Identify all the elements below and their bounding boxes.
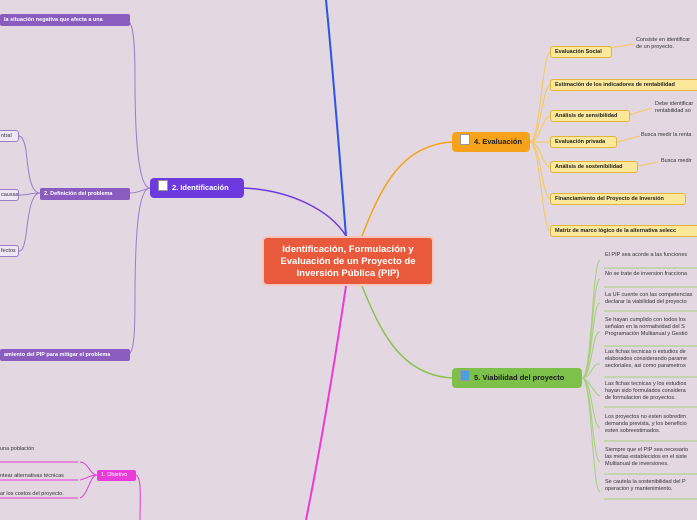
definicion-child-causas[interactable]: causas: [0, 189, 19, 201]
viab-item: No se trate de inversion fracciona: [605, 271, 687, 277]
viab-item: Se cautela la sostenibilidad del P opera…: [605, 479, 686, 492]
document-icon: [158, 180, 168, 191]
eval-note-sostenibilidad: Busca medir: [661, 158, 692, 164]
eval-item-financiamiento[interactable]: Financiamiento del Proyecto de Inversión: [550, 193, 686, 205]
viab-item: Las fichas tecnicas o estudios de elabor…: [605, 349, 687, 369]
eval-note-sensibilidad: Debe identificar rentabilidad so: [655, 101, 694, 114]
eval-item-privada[interactable]: Evaluación privada: [550, 136, 617, 148]
topic-evaluacion-label: 4. Evaluación: [474, 137, 522, 146]
viab-item: Las fichas tecnicas y los estudios hayan…: [605, 381, 687, 401]
viab-item: Se hayan cumplido con todos los señalan …: [605, 317, 688, 337]
topic-identificacion-label: 2. Identificación: [172, 183, 229, 192]
formulacion-text-alternativas: ntear alternativas técnicas: [0, 473, 64, 479]
subtopic-definicion-problema[interactable]: 2. Definición del problema: [40, 188, 130, 200]
formulacion-text-costos: ar los costos del proyecto.: [0, 491, 64, 497]
topic-viabilidad-label: 5. Viabilidad del proyecto: [474, 373, 565, 382]
monitor-icon: [460, 370, 470, 381]
definicion-child-efectos[interactable]: fectos: [0, 245, 19, 257]
definicion-child-central[interactable]: ntral: [0, 130, 19, 142]
eval-item-indicadores[interactable]: Estimación de los indicadores de rentabi…: [550, 79, 697, 91]
topic-viabilidad[interactable]: 5. Viabilidad del proyecto: [452, 368, 582, 388]
eval-item-social[interactable]: Evaluación Social: [550, 46, 612, 58]
viab-item: Siempre que el PIP sea necesario las met…: [605, 447, 689, 467]
viab-item: Los proyectos no esten sobredim demanda …: [605, 414, 687, 434]
topic-evaluacion[interactable]: 4. Evaluación: [452, 132, 530, 152]
eval-item-sostenibilidad[interactable]: Análisis de sostenibilidad: [550, 161, 638, 173]
topic-identificacion[interactable]: 2. Identificación: [150, 178, 244, 198]
viab-item: El PIP sea acorde a las funciones: [605, 252, 688, 258]
document-icon: [460, 134, 470, 145]
eval-note-social: Consiste en identificar de un proyecto.: [636, 37, 691, 50]
formulacion-text-poblacion: una población: [0, 446, 35, 452]
eval-note-privada: Busca medir la renta: [641, 132, 692, 138]
eval-item-sensibilidad[interactable]: Análisis de sensibilidad: [550, 110, 630, 122]
central-topic[interactable]: Identificación, Formulación y Evaluación…: [262, 236, 434, 286]
subtopic-situacion[interactable]: la situación negativa que afecta a una: [0, 14, 130, 26]
subtopic-planteamiento[interactable]: amiento del PIP para mitigar el problema: [0, 349, 130, 361]
eval-item-matriz[interactable]: Matriz de marco lógico de la alternativa…: [550, 225, 697, 237]
viab-item: La UF cuente con las competencias declar…: [605, 292, 693, 305]
subtopic-objetivo[interactable]: 1. Objetivo: [97, 470, 136, 481]
